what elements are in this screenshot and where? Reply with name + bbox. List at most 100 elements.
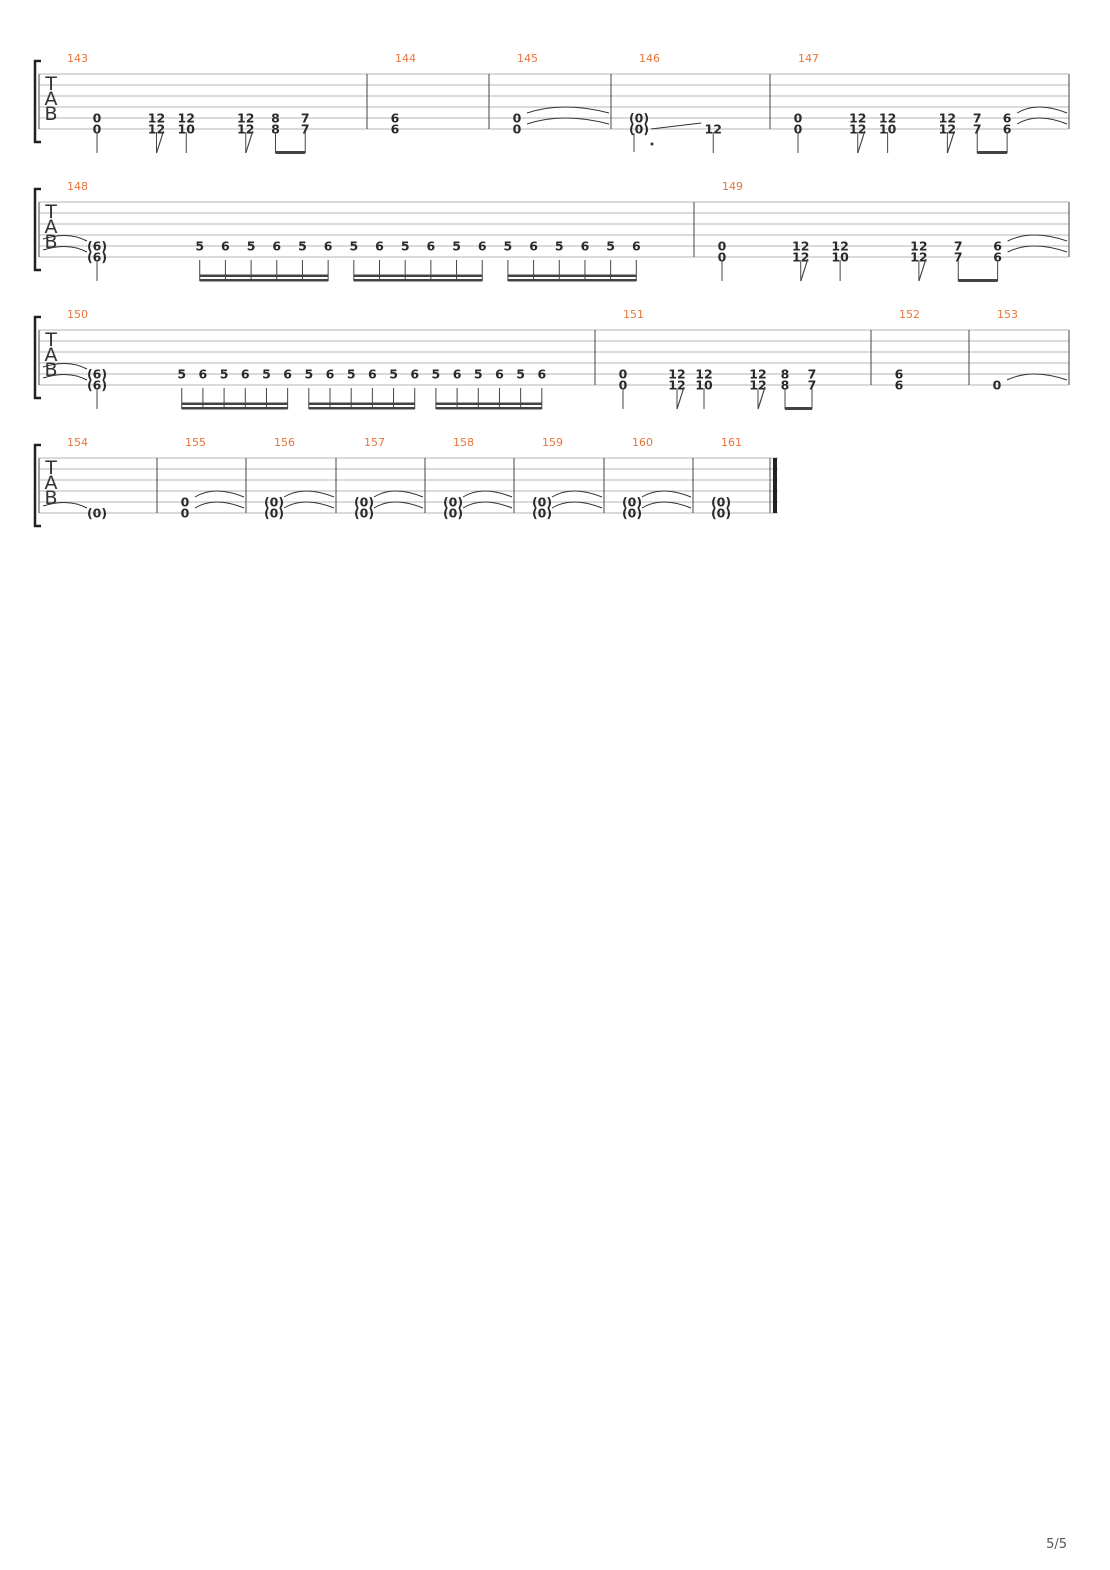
fret-number: 10: [695, 378, 713, 393]
fret-number: 0: [93, 122, 102, 137]
fret-number: (0): [622, 506, 642, 521]
measure-number: 146: [639, 52, 660, 65]
fret-number: 12: [910, 239, 927, 254]
fret-number: 5: [262, 367, 271, 382]
tie-arc: [462, 501, 513, 509]
tie-arc: [42, 235, 88, 242]
fret-number: (0): [622, 495, 642, 510]
measure-number: 154: [67, 436, 88, 449]
fret-number: (0): [443, 495, 463, 510]
fret-number: 8: [781, 378, 790, 393]
tie-arc: [283, 490, 335, 498]
tie-arc: [373, 490, 424, 498]
tab-clef-letter: B: [44, 359, 57, 381]
fret-number: 7: [954, 239, 963, 254]
beam: [181, 402, 288, 405]
fret-number: 0: [181, 506, 190, 521]
fret-number: 5: [177, 367, 186, 382]
fret-number: 6: [529, 239, 538, 254]
fret-number: 5: [452, 239, 461, 254]
beam: [435, 402, 542, 405]
tab-system: TAB154(0)15500156(0)(0)157(0)(0)158(0)(0…: [33, 436, 778, 528]
fret-number: (0): [532, 495, 552, 510]
tab-clef-letter: T: [44, 457, 57, 479]
fret-number: 7: [973, 111, 982, 126]
slide-line: [650, 122, 702, 130]
measure-number: 144: [395, 52, 416, 65]
measure-number: 158: [453, 436, 474, 449]
fret-number: 12: [792, 250, 809, 265]
fret-number: 0: [718, 250, 727, 265]
fret-number: 6: [241, 367, 250, 382]
fret-number: 12: [668, 378, 685, 393]
measure-number: 157: [364, 436, 385, 449]
fret-number: 12: [668, 367, 685, 382]
fret-number: 6: [1003, 122, 1012, 137]
beam: [507, 274, 637, 277]
fret-number: 5: [347, 367, 356, 382]
fret-number: 6: [375, 239, 384, 254]
fret-number: 6: [895, 378, 904, 393]
beam: [977, 151, 1008, 154]
fret-number: 5: [504, 239, 513, 254]
tab-clef-letter: B: [44, 487, 57, 509]
fret-number: 0: [794, 111, 803, 126]
fret-number: 12: [178, 111, 195, 126]
fret-number: 10: [831, 250, 849, 265]
beam: [181, 407, 288, 410]
tie-arc: [551, 490, 603, 498]
fret-number: 6: [453, 367, 462, 382]
fret-number: 12: [939, 111, 956, 126]
fret-number: (0): [629, 122, 649, 137]
fret-number: 0: [513, 122, 522, 137]
fret-number: (6): [87, 367, 107, 382]
fret-number: 6: [537, 367, 546, 382]
tab-clef-letter: T: [44, 329, 57, 351]
tie-arc: [373, 501, 424, 509]
fret-number: 6: [410, 367, 419, 382]
note-flag: [155, 130, 165, 154]
fret-number: 7: [301, 111, 310, 126]
measure-number: 151: [623, 308, 644, 321]
fret-number: 7: [808, 367, 817, 382]
fret-number: 6: [368, 367, 377, 382]
beam: [275, 151, 306, 154]
tie-arc: [1016, 117, 1068, 125]
tie-arc: [1006, 373, 1068, 381]
fret-number: 6: [391, 111, 400, 126]
fret-number: 0: [794, 122, 803, 137]
fret-number: 6: [391, 122, 400, 137]
fret-number: 12: [831, 239, 848, 254]
fret-number: 5: [555, 239, 564, 254]
fret-number: 6: [478, 239, 487, 254]
fret-number: 0: [993, 378, 1002, 393]
tie-arc: [1007, 234, 1068, 242]
fret-number: 5: [304, 367, 313, 382]
tie-arc: [526, 117, 610, 125]
system-bracket: [33, 187, 41, 272]
system-bracket: [33, 59, 41, 144]
fret-number: 10: [178, 122, 196, 137]
tie-arc: [42, 502, 88, 509]
fret-number: 10: [879, 122, 897, 137]
fret-number: (0): [354, 506, 374, 521]
tie-arc: [641, 490, 692, 498]
fret-number: 8: [271, 122, 280, 137]
measure-number: 149: [722, 180, 743, 193]
fret-number: 6: [993, 239, 1002, 254]
fret-number: (0): [87, 506, 107, 521]
fret-number: (0): [443, 506, 463, 521]
fret-number: 12: [939, 122, 956, 137]
beam: [435, 407, 542, 410]
tab-system: TAB1430012121210121288771446614500146(0)…: [33, 52, 1070, 154]
tie-arc: [194, 501, 245, 509]
fret-number: (0): [711, 506, 731, 521]
fret-number: 6: [324, 239, 333, 254]
beam: [199, 274, 329, 277]
fret-number: 12: [237, 122, 254, 137]
system-bracket: [33, 443, 41, 528]
beam: [308, 407, 415, 410]
fret-number: 8: [781, 367, 790, 382]
beam: [958, 279, 998, 282]
